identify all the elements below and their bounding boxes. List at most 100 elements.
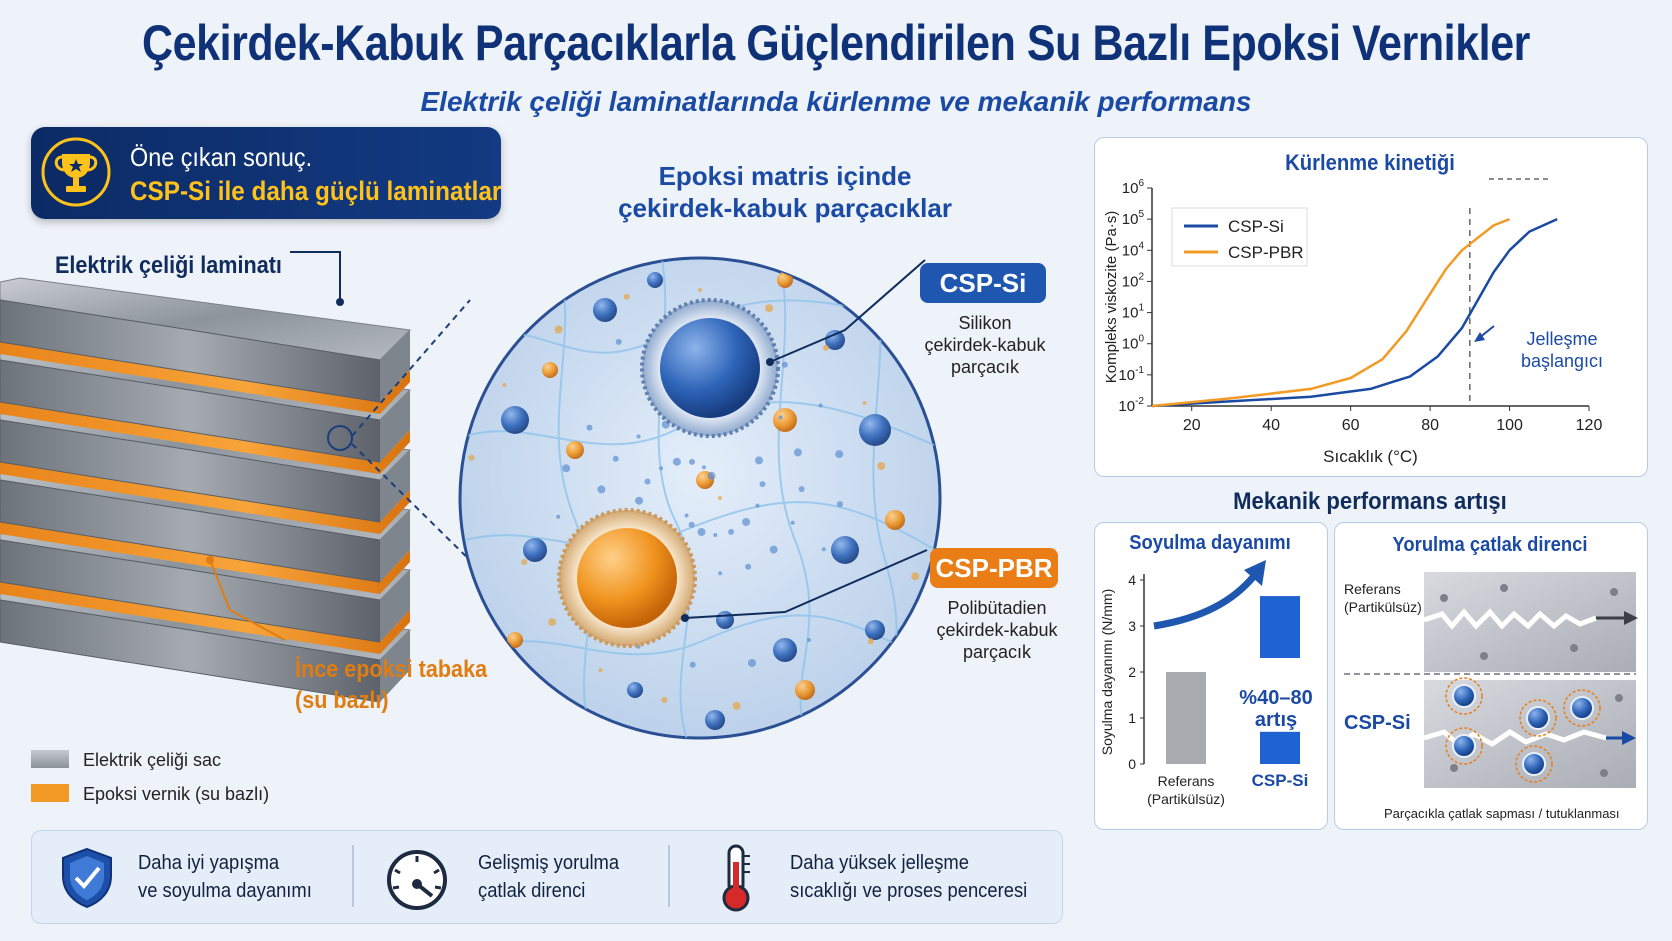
x-tick-label: 80 <box>1421 417 1439 434</box>
matrix-fine-particle <box>702 465 706 470</box>
matrix-fine-particle <box>778 415 783 420</box>
y-tick-label: 105 <box>1122 209 1145 228</box>
matrix-fine-particle <box>769 545 778 554</box>
bar-reference <box>1166 672 1206 764</box>
x-tick-label: 100 <box>1496 417 1523 434</box>
matrix-fine-particle <box>793 448 802 457</box>
increase-arrow <box>1153 573 1257 630</box>
matrix-network-line <box>460 401 940 451</box>
x-axis-label: Sıcaklık (°C) <box>1323 447 1418 466</box>
matrix-fine-particle <box>689 458 695 465</box>
matrix-fine-particle <box>790 520 795 525</box>
matrix-fine-particle <box>862 401 867 405</box>
y-tick-label: 100 <box>1122 334 1145 353</box>
feature-adhesion: Daha iyi yapışma ve soyulma dayanımı <box>138 852 312 902</box>
steel-sheet-side <box>380 510 410 582</box>
matrix-fine-particle <box>698 288 702 292</box>
gel-onset-annotation: Jelleşme başlangıcı <box>1520 329 1604 371</box>
matrix-fine-particle <box>707 471 716 480</box>
fatigue-si-label: CSP-Si <box>1344 712 1411 734</box>
epoxy-layer <box>0 402 410 474</box>
matrix-particle-orange <box>566 441 584 459</box>
x-tick-label: 40 <box>1262 417 1280 434</box>
epoxy-layer <box>0 582 410 654</box>
matrix-fine-particle <box>728 528 735 535</box>
matrix-fine-particle <box>798 486 805 493</box>
peel-increase-label: %40–80 artış <box>1239 687 1313 731</box>
matrix-fine-particle <box>835 450 844 459</box>
matrix-fine-particle <box>636 434 641 439</box>
legend-label-epoxy: Epoksi vernik (su bazlı) <box>83 784 270 804</box>
csp-pbr-particle <box>557 508 697 648</box>
matrix-fine-particle <box>644 478 651 485</box>
laminate-leader <box>290 251 341 300</box>
matrix-particle-orange <box>795 680 815 700</box>
matrix-particle-orange <box>773 408 797 432</box>
legend-swatch-epoxy <box>31 784 69 802</box>
matrix-fine-particle <box>672 457 681 466</box>
series-line-csp-pbr <box>1151 217 1510 408</box>
matrix-fine-particle <box>755 503 760 508</box>
category-label: CSP-Si <box>1252 771 1309 790</box>
x-tick-label: 60 <box>1342 417 1360 434</box>
category-label: Referans <box>1158 773 1215 789</box>
matrix-particle-blue <box>865 620 885 640</box>
legend-label: CSP-Si <box>1228 217 1284 236</box>
epoxy-layer <box>0 342 410 414</box>
matrix-fine-particle <box>554 325 563 334</box>
curing-panel <box>1094 137 1648 477</box>
feature-gel-temp: Daha yüksek jelleşme sıcaklığı ve proses… <box>790 852 1028 902</box>
matrix-fine-particle <box>759 481 766 488</box>
csp-si-tag: CSP-Si <box>920 263 1046 303</box>
matrix-particle-blue <box>523 538 547 562</box>
matrix-speck <box>1615 694 1623 702</box>
epoxy-matrix-illustration <box>458 256 942 740</box>
matrix-fine-particle <box>765 304 774 313</box>
crack-deflection-zone <box>1445 727 1483 765</box>
matrix-fine-particle <box>807 638 811 642</box>
legend-label: CSP-PBR <box>1228 243 1304 262</box>
feature-divider <box>668 845 670 907</box>
y-tick-label: 10-1 <box>1118 365 1144 384</box>
matrix-speck <box>1450 764 1458 772</box>
matrix-fine-particle <box>612 455 619 462</box>
y-tick-label: 3 <box>1128 618 1136 634</box>
series-line-csp-si <box>1151 217 1558 408</box>
matrix-fine-particle <box>548 618 557 627</box>
matrix-fine-particle <box>623 293 630 300</box>
matrix-network-line <box>474 614 926 661</box>
y-tick-label: 2 <box>1128 664 1136 680</box>
matrix-particle-blue <box>647 272 663 288</box>
bar-csp-si-base <box>1260 731 1300 764</box>
matrix-fine-particle <box>745 563 752 570</box>
shield-icon <box>62 847 112 909</box>
matrix-fine-particle <box>684 513 689 518</box>
fatigue-ref-label: Referans (Partikülsüz) <box>1344 581 1422 615</box>
csp-pbr-tag: CSP-PBR <box>930 548 1058 588</box>
matrix-fine-particle <box>781 361 788 368</box>
matrix-particle-blue <box>825 330 845 350</box>
thin-layer-leader <box>209 559 286 641</box>
matrix-fine-particle <box>521 559 528 565</box>
matrix-particle-blue <box>627 682 643 698</box>
matrix-speck <box>1480 652 1488 660</box>
matrix-fine-particle <box>556 514 561 519</box>
curing-title: Kürlenme kinetiği <box>1285 150 1455 175</box>
csp-si-desc: Silikon çekirdek-kabuk parçacık <box>924 313 1046 377</box>
matrix-speck <box>1570 644 1578 652</box>
matrix-fine-particle <box>502 383 507 387</box>
matrix-fine-particle <box>661 696 668 703</box>
matrix-fine-particle <box>732 701 741 710</box>
crack-deflection-zone <box>1563 689 1601 727</box>
laminate-label: Elektrik çeliği laminatı <box>55 252 282 279</box>
fatigue-particle <box>1526 706 1550 730</box>
y-tick-label: 104 <box>1122 240 1145 259</box>
matrix-particle-orange <box>507 632 523 648</box>
matrix-particle-blue <box>593 298 617 322</box>
laminate-stack-illustration <box>0 251 491 703</box>
thermometer-icon <box>722 844 750 912</box>
matrix-particle-blue <box>773 638 797 662</box>
fatigue-footnote: Parçacıkla çatlak sapması / tutuklanması <box>1384 806 1620 821</box>
